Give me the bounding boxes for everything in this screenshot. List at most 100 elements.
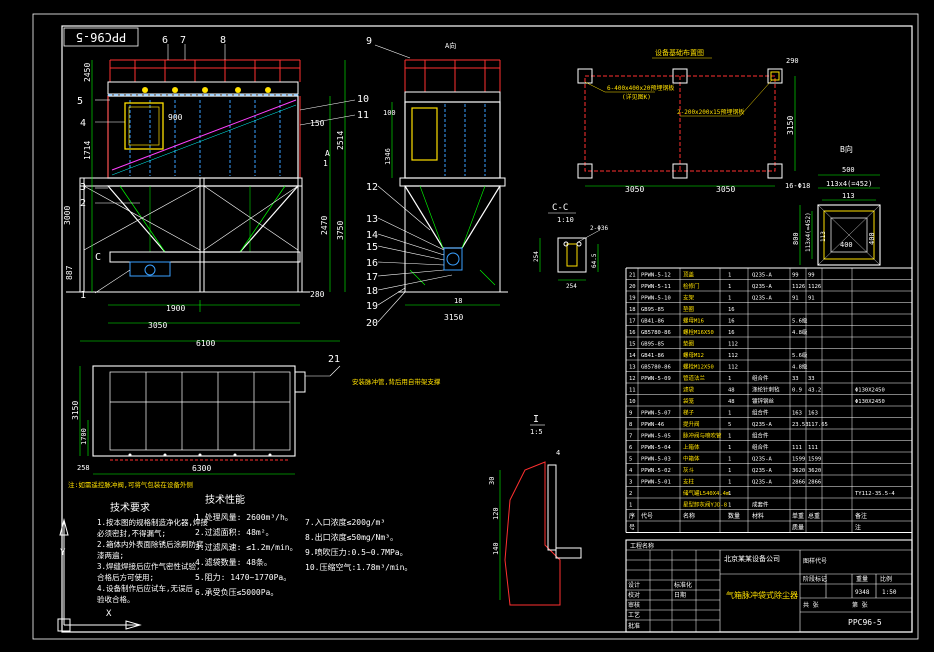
bom-cell: PPWN-5-04 (641, 445, 671, 451)
dim-2-phi36: 2-Φ36 (590, 225, 608, 232)
bom-cell: PPWN-5-03 (641, 457, 671, 463)
tech-perf-8: 8.出口浓度≤50mg/Nm³。 (305, 532, 398, 542)
bom-cell: 21 (629, 273, 636, 279)
bom-cell: 3620 (808, 468, 821, 474)
dim-3050-b: 3050 (716, 185, 735, 194)
bom-cell: 91 (808, 296, 815, 302)
bom-cell: 4 (629, 468, 633, 474)
tech-perf-title: 技术性能 (205, 493, 245, 506)
detail-i: I 1:5 120 140 30 4 (488, 414, 582, 606)
callout-15: 15 (366, 242, 378, 253)
tech-req-line-3: 2.箱体内外表面除锈后涂刷防腐 (97, 539, 204, 549)
tech-perf-6: 6.承受负压≤5000Pa。 (195, 587, 278, 597)
tech-req-line-8: 验收合格。 (97, 594, 135, 604)
plan-note: 安装脉冲管,背后用自带架支撑 (352, 377, 441, 386)
dim-800: 800 (792, 232, 800, 245)
bom-cell: PPWN-5-07 (641, 411, 671, 417)
dim-3050: 3050 (148, 321, 167, 330)
bom-cell: 螺栓M16X50 (683, 328, 714, 336)
bom-cell: 33 (792, 376, 799, 382)
bom-cell: 2866 (808, 480, 821, 486)
bom-cell: PPWN-5-02 (641, 468, 671, 474)
bom-cell: Q235-A (752, 284, 773, 290)
label-date: 日期 (674, 591, 686, 599)
ucs-axis-icon: Y X (57, 518, 142, 632)
bom-cell: Q235-A (752, 296, 773, 302)
tech-req-title: 技术要求 (110, 501, 150, 514)
bom-cell: 8 (629, 422, 632, 428)
dim-400-w: 400 (840, 241, 853, 249)
bom-cell: 组合件 (752, 443, 769, 451)
bom-cell: 1 (629, 503, 632, 509)
bom-header-cell: 材料 (752, 512, 764, 520)
dim-6300: 6300 (192, 464, 211, 473)
view-label-a: A向 (445, 41, 456, 50)
bom-cell: Φ130X2450 (855, 388, 885, 394)
bom-cell: Q235-A (752, 422, 773, 428)
callout-17: 17 (366, 272, 378, 283)
bom-cell: 1 (728, 376, 731, 382)
title-block: 工程名称 北京某某设备公司 气箱脉冲袋式除尘器 设计 校对 审核 工艺 批准 标… (625, 539, 913, 633)
bom-cell: 14 (629, 353, 636, 359)
bom-cell: 117.65 (808, 422, 828, 428)
label-sheet: 共 张 (803, 601, 819, 609)
dim-150: 150 (310, 119, 325, 128)
dim-1700: 1700 (80, 428, 88, 445)
bom-cell: PPWN-5-05 (641, 434, 671, 440)
bom-header-sub-cell: 注 (855, 524, 861, 532)
axis-x-label: X (106, 609, 112, 619)
bom-cell: TY112-35.5-4 (855, 491, 895, 497)
bom-cell: PPWN-46 (641, 422, 664, 428)
bom-cell: 16 (629, 330, 636, 336)
bom-cell: GB5780-86 (641, 365, 671, 371)
bom-cell: 48 (728, 399, 735, 405)
dim-3050-a: 3050 (625, 185, 644, 194)
bom-header-cell: 名称 (683, 512, 695, 520)
company-name: 北京某某设备公司 (724, 554, 780, 563)
bom-cell: 支架 (683, 294, 695, 302)
dim-900: 900 (168, 113, 183, 122)
callout-8: 8 (220, 35, 226, 46)
drawing-title: 气箱脉冲袋式除尘器 (726, 590, 798, 600)
bom-cell: GB41-86 (641, 353, 664, 359)
bom-cell: 11 (629, 388, 636, 394)
bom-cell: 1 (728, 434, 731, 440)
bom-cell: GB5780-86 (641, 330, 671, 336)
bom-cell: 9 (629, 411, 632, 417)
bom-cell: 1 (728, 284, 731, 290)
foundation-title: 设备基础布置图 (655, 48, 704, 57)
tech-perf-9: 9.喷吹压力:0.5~0.7MPa。 (305, 547, 408, 557)
scale-value: 1:50 (882, 589, 897, 596)
section-cc-scale: 1:10 (557, 216, 574, 224)
dim-113-c: 113 (820, 231, 827, 242)
label-review: 审核 (628, 601, 640, 609)
dim-2470: 2470 (320, 216, 329, 235)
bom-cell: 3620 (792, 468, 805, 474)
detail-i-scale: 1:5 (530, 428, 543, 436)
drawing-number: PPC96-5 (848, 618, 882, 627)
callout-11: 11 (357, 110, 369, 121)
bom-cell: 1 (728, 491, 731, 497)
bom-cell: 中箱体 (683, 455, 700, 463)
tech-requirements: 技术要求 1.按本图的规格制造净化器,焊接 必须密封,不得漏气; 2.箱体内外表… (97, 493, 412, 604)
bom-cell: 组合件 (752, 432, 769, 440)
dim-30: 30 (488, 477, 496, 485)
callout-16: 16 (366, 258, 378, 269)
bom-header-sub-cell: 质量 (792, 524, 804, 532)
bom-cell: PPWN-5-09 (641, 376, 671, 382)
bom-cell: 提升阀 (683, 420, 700, 428)
bom-cell: 1 (728, 273, 731, 279)
bom-cell: PPWN-5-12 (641, 273, 671, 279)
outer-frame (32, 13, 919, 640)
bom-cell: 12 (629, 376, 636, 382)
label-sheet2: 第 张 (852, 601, 868, 609)
bom-cell: 1126 (808, 284, 821, 290)
foundation-note-2: (详见图K) (622, 93, 651, 101)
section-cc: C-C 1:10 254 254 64.5 2-Φ36 (533, 203, 608, 290)
callout-9: 9 (366, 36, 372, 47)
bom-cell: 4.8级 (792, 363, 808, 371)
dim-1346: 1346 (384, 148, 392, 165)
dim-100: 100 (383, 109, 396, 117)
